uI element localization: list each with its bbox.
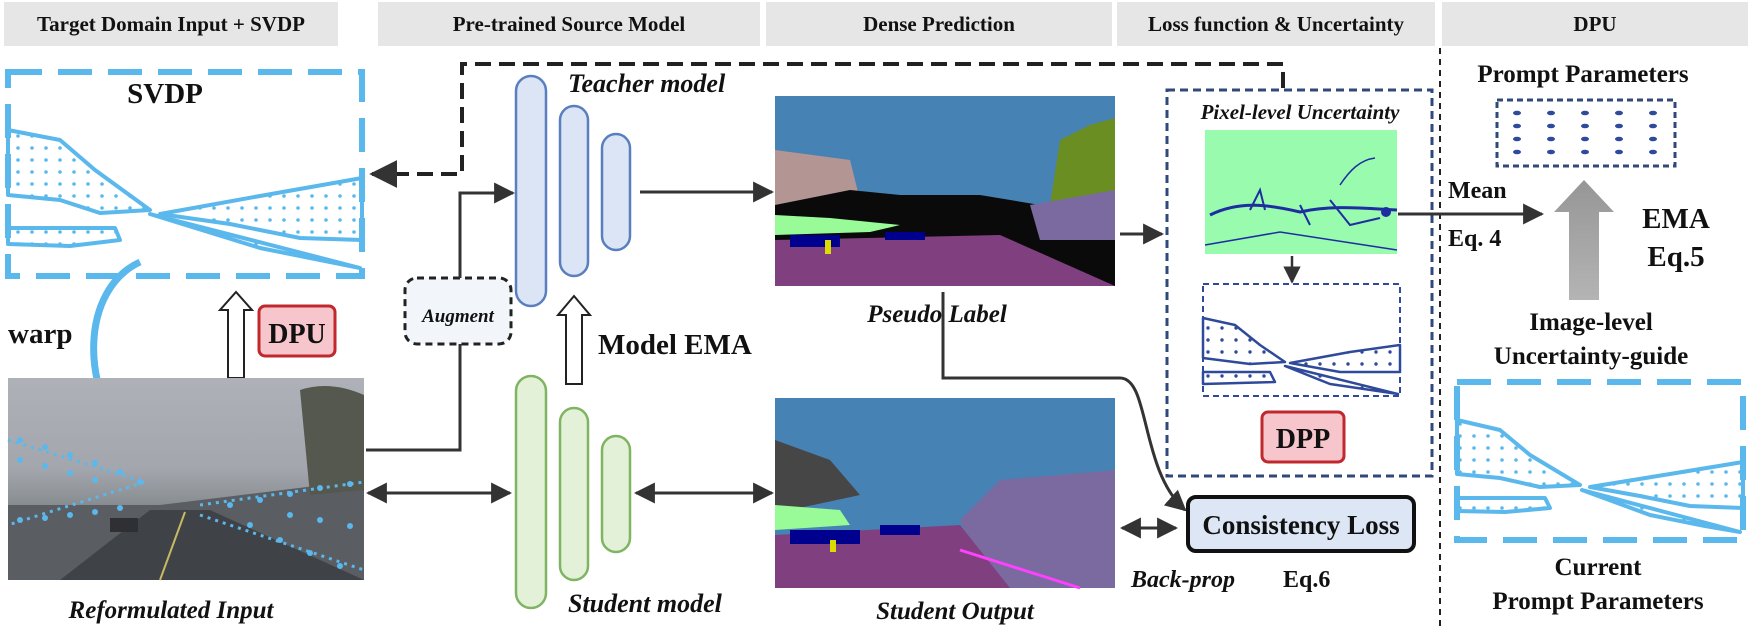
header-dense-prediction: Dense Prediction bbox=[863, 12, 1015, 36]
header-bg-2 bbox=[378, 2, 760, 46]
student-model bbox=[514, 374, 632, 610]
model-ema-label: Model EMA bbox=[598, 329, 752, 361]
header-bar: Target Domain Input + SVDP Pre-trained S… bbox=[4, 2, 1748, 46]
consistency-loss-box bbox=[1186, 495, 1416, 553]
header-bg-5 bbox=[1442, 2, 1748, 46]
dpp-prompt-shape bbox=[1201, 316, 1402, 396]
dpu-update-arrow bbox=[217, 290, 255, 379]
header-bg-3 bbox=[766, 2, 1112, 46]
header-bg-1 bbox=[4, 2, 338, 46]
augment-box bbox=[403, 276, 513, 346]
dpp-badge-label: DPP bbox=[1276, 424, 1330, 455]
current-prompt-label-line2: Prompt Parameters bbox=[1492, 588, 1704, 615]
dpu-badge bbox=[257, 304, 337, 358]
teacher-model bbox=[514, 74, 632, 308]
reformulated-input-caption: Reformulated Input bbox=[68, 597, 275, 624]
image-level-label-line2: Uncertainty-guide bbox=[1494, 343, 1688, 370]
svdp-panel: SVDP bbox=[5, 69, 365, 279]
eq5-label: Eq.5 bbox=[1647, 241, 1704, 273]
ema-update-arrow bbox=[1554, 180, 1614, 300]
uncertainty-map-image bbox=[1204, 130, 1398, 254]
pseudo-label-image bbox=[775, 96, 1115, 286]
consistency-loss-label: Consistency Loss bbox=[1202, 510, 1399, 540]
student-output-image bbox=[775, 398, 1115, 590]
augment-to-teacher-arrow bbox=[458, 182, 516, 278]
teacher-model-label: Teacher model bbox=[568, 69, 726, 98]
prompt-parameters-title: Prompt Parameters bbox=[1477, 61, 1689, 88]
eq4-label: Eq. 4 bbox=[1448, 226, 1501, 252]
input-to-augment-line bbox=[366, 344, 462, 452]
prompt-parameter-dots bbox=[1513, 110, 1657, 155]
student-model-label: Student model bbox=[568, 589, 723, 618]
current-prompt-panel bbox=[1454, 379, 1746, 543]
mean-label: Mean bbox=[1448, 178, 1507, 204]
svdp-title: SVDP bbox=[127, 78, 203, 110]
header-target-domain: Target Domain Input + SVDP bbox=[37, 12, 305, 36]
augment-label: Augment bbox=[421, 306, 495, 327]
student-output-caption: Student Output bbox=[876, 598, 1035, 625]
model-ema-arrow bbox=[555, 294, 593, 385]
prompt-feedback-dashed-line bbox=[369, 62, 1285, 188]
pseudo-label-caption: Pseudo Label bbox=[866, 301, 1007, 328]
current-prompt-shape bbox=[1455, 418, 1745, 534]
ema-label: EMA bbox=[1642, 203, 1710, 235]
reformulated-input-image bbox=[7, 378, 365, 581]
warp-label: warp bbox=[8, 318, 72, 350]
pseudo-to-loss-arrow bbox=[941, 292, 1187, 512]
eq6-label: Eq.6 bbox=[1283, 567, 1330, 593]
header-bg-4 bbox=[1117, 2, 1435, 46]
uncertainty-panel bbox=[1165, 88, 1434, 478]
header-source-model: Pre-trained Source Model bbox=[453, 12, 686, 36]
dpp-badge bbox=[1260, 410, 1346, 464]
dpu-badge-label: DPU bbox=[268, 319, 326, 350]
back-prop-label: Back-prop bbox=[1130, 567, 1235, 593]
svdp-prompt-shape bbox=[6, 128, 364, 270]
current-prompt-label-line1: Current bbox=[1554, 554, 1642, 581]
image-level-label-line1: Image-level bbox=[1529, 309, 1653, 336]
header-loss-uncertainty: Loss function & Uncertainty bbox=[1148, 12, 1405, 36]
prompt-parameters-box bbox=[1495, 98, 1677, 168]
pixel-uncertainty-label: Pixel-level Uncertainty bbox=[1200, 100, 1401, 124]
header-dpu: DPU bbox=[1573, 12, 1616, 36]
